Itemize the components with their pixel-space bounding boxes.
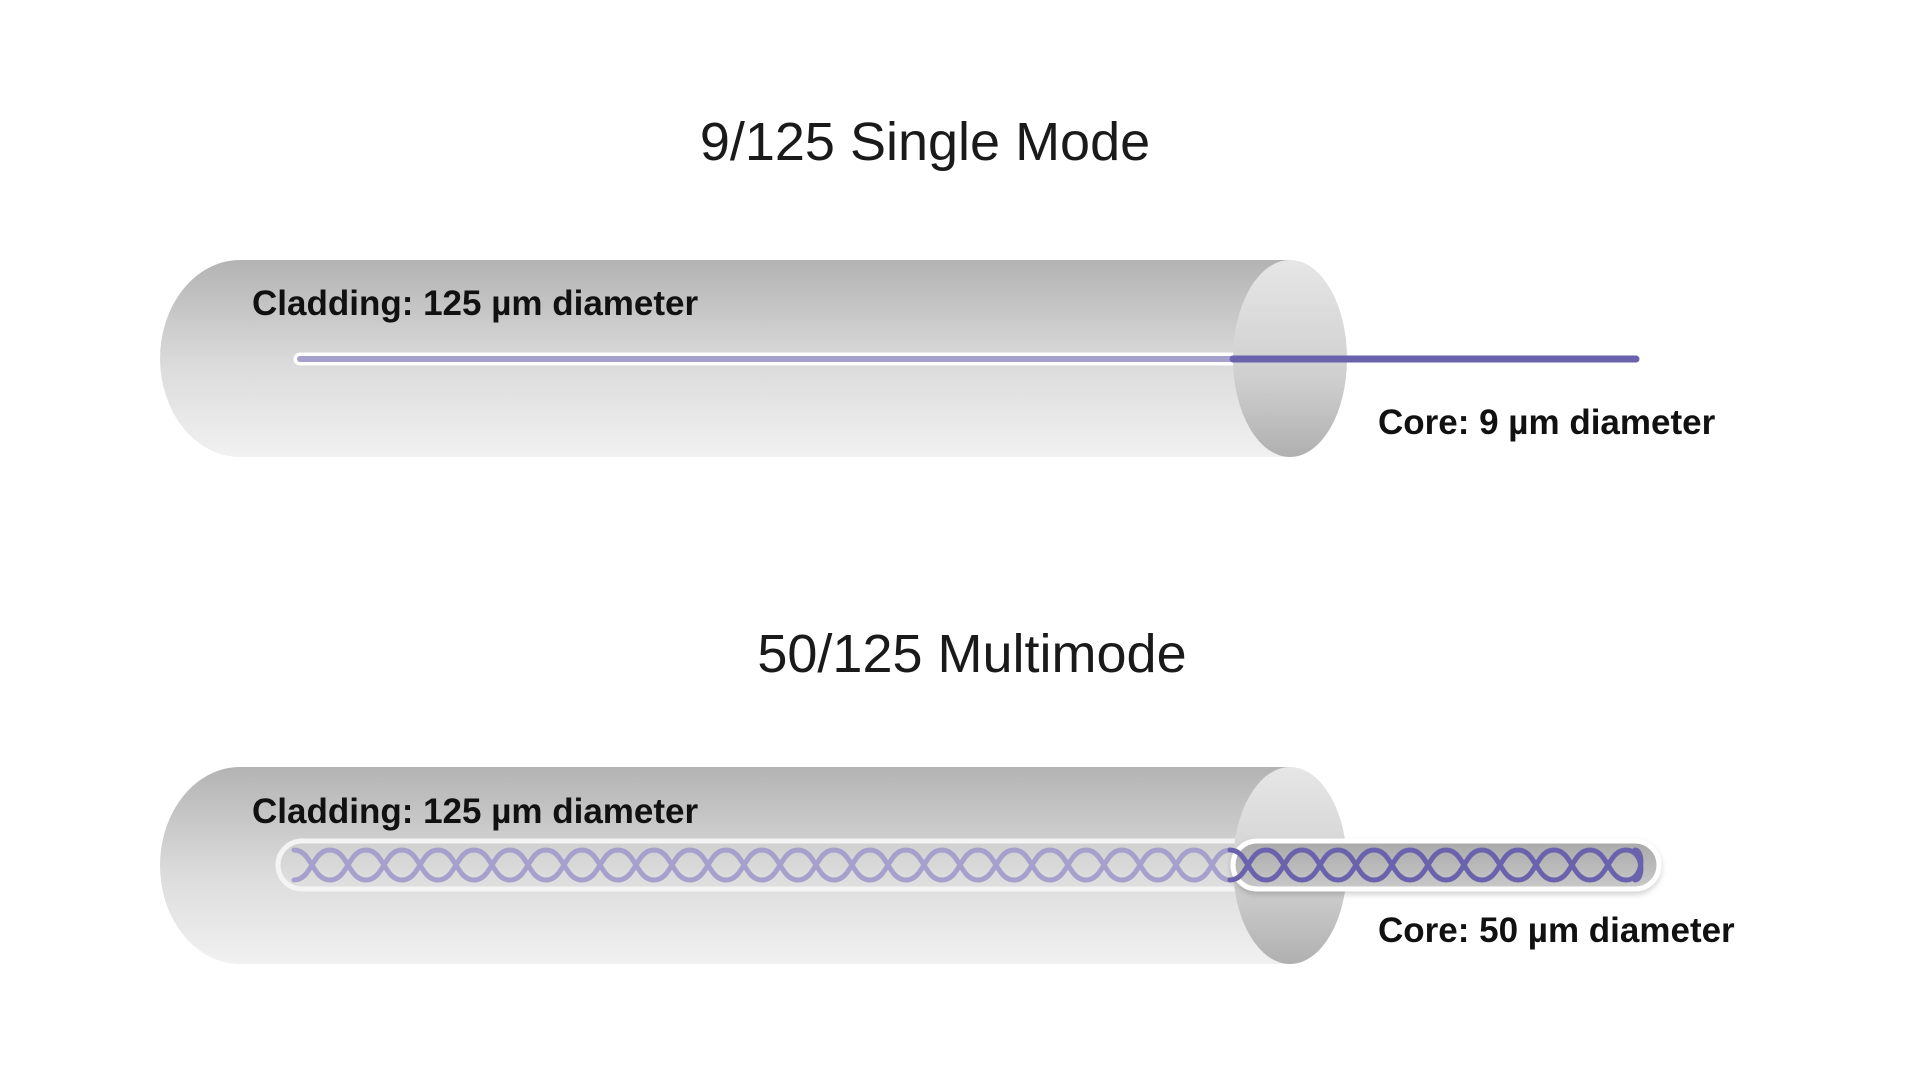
single-mode-title: 9/125 Single Mode [700, 112, 1150, 172]
multimode-fiber [160, 767, 1662, 964]
multimode-cladding [160, 767, 1290, 964]
multimode-core-exposed [1230, 838, 1662, 892]
single-mode-core-label: Core: 9 µm diameter [1378, 403, 1716, 442]
multimode-cladding-label: Cladding: 125 µm diameter [252, 792, 698, 831]
multimode-ray-faded-2 [291, 847, 1233, 883]
multimode-rays-exposed [1227, 847, 1644, 883]
single-mode-cladding-label: Cladding: 125 µm diameter [252, 284, 698, 323]
multimode-ray-exposed-1 [1227, 847, 1644, 883]
multimode-core-label: Core: 50 µm diameter [1378, 911, 1735, 950]
multimode-title: 50/125 Multimode [757, 624, 1186, 684]
multimode-ray-exposed-2 [1227, 847, 1644, 883]
multimode-ray-faded-1 [291, 847, 1233, 883]
multimode-rays-faded [291, 847, 1233, 883]
single-mode-fiber [160, 260, 1647, 457]
